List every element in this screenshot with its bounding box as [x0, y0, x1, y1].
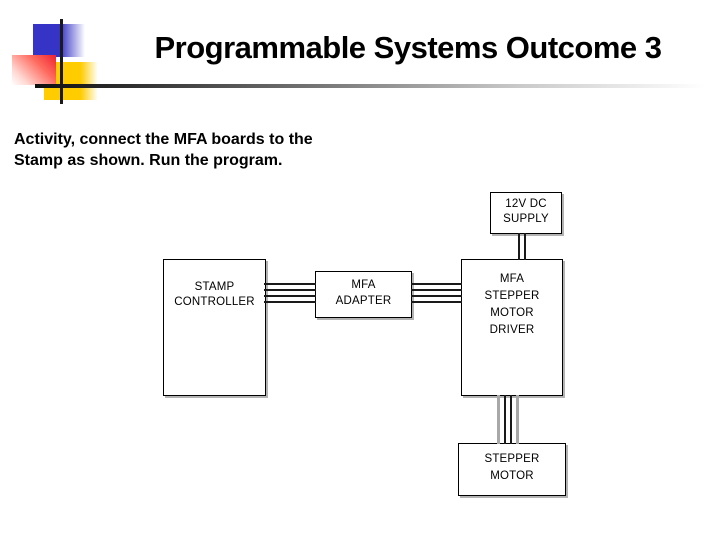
box-stepper-motor: STEPPER MOTOR [458, 443, 566, 496]
box-label-line: STEPPER [484, 453, 540, 465]
decor-vertical-line [60, 19, 63, 104]
wire [510, 395, 512, 444]
box-label-line: CONTROLLER [174, 296, 255, 308]
box-label-line: SUPPLY [503, 213, 549, 225]
box-label-line: MFA [351, 279, 376, 291]
box-label-line: DRIVER [489, 324, 535, 336]
wire [524, 233, 526, 260]
slide-title: Programmable Systems Outcome 3 [154, 30, 662, 65]
wire [411, 289, 462, 291]
activity-text: Activity, connect the MFA boards to the … [14, 129, 313, 171]
activity-text-line-2: Stamp as shown. Run the program. [14, 152, 283, 169]
box-12v-dc-supply: 12V DC SUPPLY [490, 192, 562, 234]
box-label-line: ADAPTER [335, 295, 392, 307]
title-underline-bar [35, 84, 705, 88]
box-stamp-controller: STAMP CONTROLLER [163, 259, 266, 396]
box-label-line: MOTOR [490, 307, 534, 319]
box-label-line: MFA [499, 273, 525, 285]
wire [264, 283, 316, 285]
box-label-line: 12V DC [505, 198, 547, 210]
activity-text-line-1: Activity, connect the MFA boards to the [14, 131, 313, 148]
decor-red-square [12, 55, 56, 85]
box-mfa-stepper-motor-driver: MFA STEPPER MOTOR DRIVER [461, 259, 563, 396]
wire [516, 395, 519, 444]
wire [411, 283, 462, 285]
wire [497, 395, 500, 444]
wire [518, 233, 520, 260]
wire [411, 301, 462, 303]
box-label-line: STEPPER [484, 290, 540, 302]
wire [411, 295, 462, 297]
box-mfa-adapter: MFA ADAPTER [315, 271, 412, 318]
box-label-line: MOTOR [490, 470, 534, 482]
wire [504, 395, 506, 444]
box-label-line: STAMP [194, 281, 235, 293]
decor-blue-square [33, 24, 85, 57]
wire [264, 289, 316, 291]
wire [264, 295, 316, 297]
wire [264, 301, 316, 303]
